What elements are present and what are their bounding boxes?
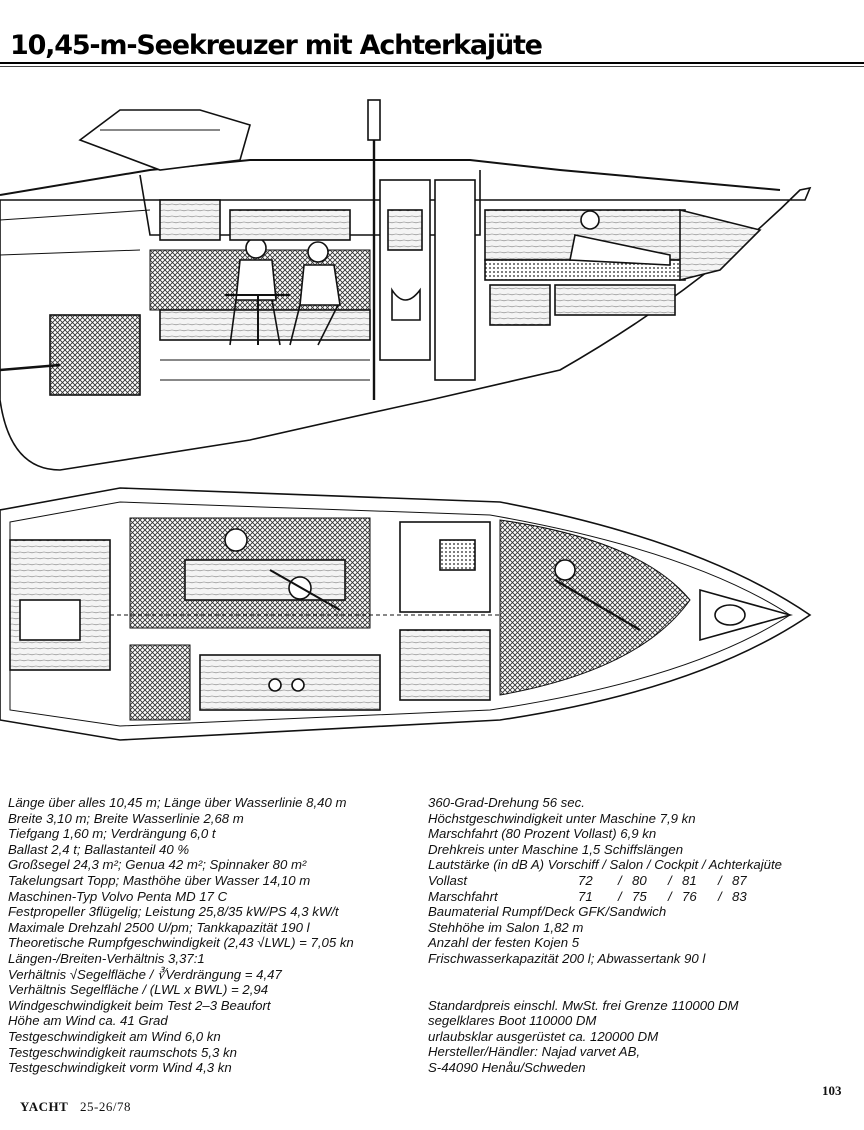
price-line: segelklares Boot 110000 DM (428, 1013, 597, 1029)
spec-line: Drehkreis unter Maschine 1,5 Schiffsläng… (428, 841, 684, 857)
deck-plan (0, 487, 812, 741)
db-separator: / (718, 888, 722, 904)
spec-line: Frischwasserkapazität 200 l; Abwassertan… (428, 950, 706, 966)
manufacturer-line: Hersteller/Händler: Najad varvet AB, (428, 1044, 641, 1060)
db-separator: / (618, 872, 622, 888)
side-section (0, 99, 812, 471)
db-value: 80 (632, 872, 647, 888)
spec-line: Breite 3,10 m; Breite Wasserlinie 2,68 m (8, 810, 244, 826)
issue-number: 25-26/78 (80, 1099, 131, 1114)
price-line: Standardpreis einschl. MwSt. frei Grenze… (428, 997, 739, 1013)
spec-line: Lautstärke (in dB A) Vorschiff / Salon /… (428, 857, 783, 873)
noise-level-table: Vollast 72 / 80 / 81 / 87 Marschfahrt 71… (428, 873, 858, 904)
db-value: 75 (632, 888, 647, 904)
specs-right-column: 360-Grad-Drehung 56 sec. Höchstgeschwind… (428, 795, 858, 1076)
db-separator: / (718, 872, 722, 888)
spec-line: Höhe am Wind ca. 41 Grad (8, 1013, 168, 1029)
db-value: 76 (682, 888, 697, 904)
price-line: urlaubsklar ausgerüstet ca. 120000 DM (428, 1028, 659, 1044)
title-rule (0, 62, 864, 64)
spec-line: Testgeschwindigkeit raumschots 5,3 kn (8, 1044, 237, 1060)
spec-line: 360-Grad-Drehung 56 sec. (428, 795, 585, 810)
spec-line: Testgeschwindigkeit am Wind 6,0 kn (8, 1028, 221, 1044)
specs-left-column: Länge über alles 10,45 m; Länge über Was… (8, 795, 418, 1076)
db-value: 87 (732, 872, 747, 888)
spec-line: Höchstgeschwindigkeit unter Maschine 7,9… (428, 810, 696, 826)
db-value: 83 (732, 888, 747, 904)
db-value: 81 (682, 872, 697, 888)
db-row-label: Marschfahrt (428, 888, 498, 904)
spec-line: Tiefgang 1,60 m; Verdrängung 6,0 t (8, 826, 216, 842)
magazine-footer: YACHT 25-26/78 (20, 1099, 131, 1115)
spec-line: Testgeschwindigkeit vorm Wind 4,3 kn (8, 1060, 232, 1076)
spec-line: Festpropeller 3flügelig; Leistung 25,8/3… (8, 904, 339, 920)
spec-line: Anzahl der festen Kojen 5 (428, 935, 580, 951)
db-row-label: Vollast (428, 872, 468, 888)
spec-line: Verhältnis Segelfläche / (LWL x BWL) = 2… (8, 982, 269, 998)
magazine-name: YACHT (20, 1099, 69, 1114)
db-separator: / (668, 888, 672, 904)
spec-line: Länge über alles 10,45 m; Länge über Was… (8, 795, 347, 810)
spec-line: Maximale Drehzahl 2500 U/pm; Tankkapazit… (8, 919, 310, 935)
db-separator: / (668, 872, 672, 888)
spec-line: Windgeschwindigkeit beim Test 2–3 Beaufo… (8, 997, 271, 1013)
spec-line: Ballast 2,4 t; Ballastanteil 40 % (8, 841, 190, 857)
spec-line: Maschinen-Typ Volvo Penta MD 17 C (8, 888, 228, 904)
yacht-cutaway-illustration (0, 99, 812, 741)
article-title: 10,45-m-Seekreuzer mit Achterkajüte (10, 30, 543, 61)
spec-line: Theoretische Rumpfgeschwindigkeit (2,43 … (8, 935, 354, 951)
spec-line: Großsegel 24,3 m²; Genua 42 m²; Spinnake… (8, 857, 307, 873)
db-value: 71 (578, 888, 593, 904)
spec-line: Takelungsart Topp; Masthöhe über Wasser … (8, 872, 311, 888)
title-rule-thin (0, 66, 864, 67)
db-separator: / (618, 888, 622, 904)
page-number: 103 (822, 1083, 842, 1098)
spec-line: Längen-/Breiten-Verhältnis 3,37:1 (8, 950, 205, 966)
spec-line: Marschfahrt (80 Prozent Vollast) 6,9 kn (428, 826, 657, 842)
spec-line: Stehhöhe im Salon 1,82 m (428, 919, 584, 935)
manufacturer-address: S-44090 Henåu/Schweden (428, 1059, 586, 1075)
db-value: 72 (578, 872, 593, 888)
spec-line: Verhältnis √Segelfläche / ∛Verdrängung =… (8, 966, 282, 982)
spec-line: Baumaterial Rumpf/Deck GFK/Sandwich (428, 904, 667, 920)
